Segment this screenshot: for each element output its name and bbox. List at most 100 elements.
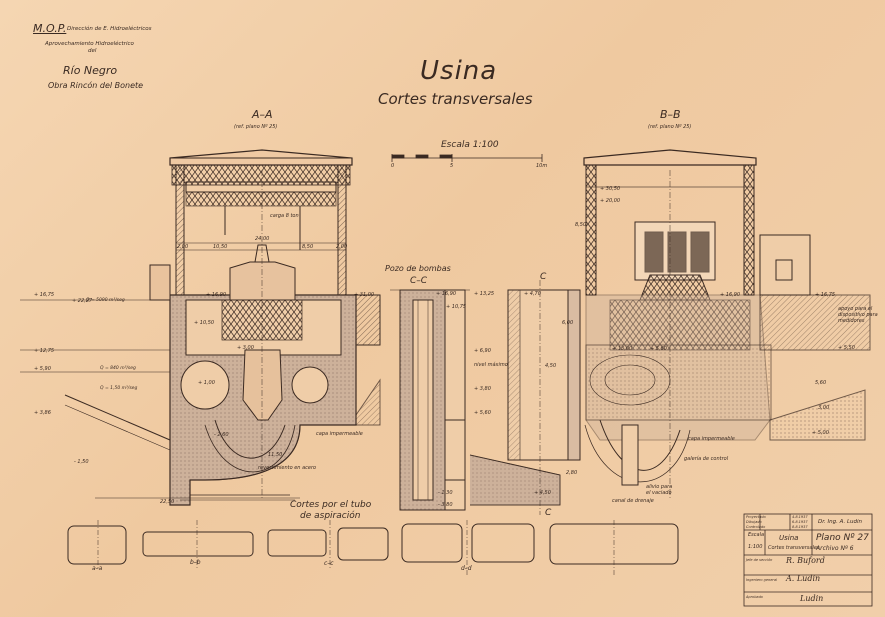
tb-drawing-sub: Cortes transversales [768,545,820,551]
section-aa [20,149,381,506]
dim-8b: 8,50 [575,222,587,228]
elev-aa-12: + 3,00 [237,345,254,351]
tb-escala-value: 1:100 [748,544,763,550]
note-nivel: nivel máximo [474,362,508,368]
note-polea: carga 8 ton [270,213,299,219]
tb-row-2: Dibujado [746,520,762,524]
scale-bar [391,154,543,162]
section-c-marker-top: C [540,272,547,282]
scale-label: Escala 1:100 [441,140,499,150]
flow-3: Q = 1,50 m³/seg [100,386,138,391]
elev-bb-1: + 16,75 [815,292,836,298]
section-c-marker-bottom: C [545,508,552,518]
tb-signature-1: R. Buford [786,556,825,565]
tb-archive: Archivo Nº 6 [816,545,854,552]
elev-cc-8: + 5,60 [474,410,491,416]
flow-cc: Q = 840 m³/seg [100,366,136,371]
tb-date-3: 8.8.1937 [792,525,808,529]
cut-bb: b–b [190,559,201,566]
elev-aa-10: + 31,00 [354,292,375,298]
flow-aa: Q = 5090 m³/seg [86,298,125,303]
dim-3: 3,00 [818,405,830,411]
note-revestimiento: revestimiento en acero [258,465,317,471]
elev-bb-6: + 5,60 [650,346,667,352]
section-bb [583,149,871,500]
elev-aa-9: - 1,50 [74,459,89,465]
elev-cc-4: + 6,90 [474,348,491,354]
dim-22: 22,50 [160,499,175,505]
elev-cc-3: + 13,25 [474,291,495,297]
tb-date-1: 4.8.1937 [792,515,808,519]
section-bb-label: B–B [660,108,681,121]
elev-aa-5: + 12,75 [34,348,55,354]
elev-cc-1: + 16,90 [436,291,457,297]
cut-aa: a–a [92,565,103,572]
section-aa-ref: (ref. plano Nº 25) [234,124,278,130]
dim-8: 8,50 [302,244,314,250]
elev-bb-2: + 16,90 [720,292,741,298]
elev-cc-5: + 3,80 [474,386,491,392]
tb-row-1: Proyectado [746,515,766,519]
elev-bb-7: + 5,50 [838,345,855,351]
agency-sub: Dirección de E. Hidroeléctricos [67,26,152,32]
elev-bb-5: + 13,00 [612,346,633,352]
work-name: Obra Rincón del Bonete [48,81,144,90]
dim-2b: 2,00 [336,244,348,250]
elev-cc-6: - 1,30 [438,490,453,496]
elev-aa-8: + 1,00 [198,380,215,386]
tb-row-3: Controlado [746,525,766,529]
tb-jefe: Jefe de sección [746,558,773,562]
main-title: Usina [420,56,498,86]
elev-bb-4: + 20,00 [600,198,621,204]
tb-author: Dr. Ing. A. Ludin [818,519,862,525]
dim-5: 5,60 [815,380,827,386]
tb-drawing-title: Usina [779,534,799,542]
tb-sheet-no: Plano Nº 27 [816,533,869,543]
tb-aprob: Aprobado [746,595,763,599]
dim-11: 11,50 [268,452,283,458]
scale-tick-5: 5 [450,163,454,169]
elev-aa-3: + 16,90 [206,292,227,298]
note-alivio: alivio para el vaciado [646,484,673,496]
tb-signature-3: Ludin [800,594,824,603]
elev-aa-7: + 3,86 [34,410,51,416]
river-name: Río Negro [63,64,118,77]
scale-tick-10: 10m [536,163,548,169]
elev-cc-10: + 4,70 [524,291,541,297]
section-middle [469,280,581,515]
section-aa-label: A–A [252,108,273,121]
tb-escala-label: Escala [748,532,765,538]
pump-shaft-title: Pozo de bombas [385,264,451,273]
cut-cc: c–c [324,560,334,567]
scale-tick-0: 0 [391,163,395,169]
agency: M.O.P. [33,22,67,35]
tb-ingeniero: Ingeniero general [746,578,777,582]
note-capa-bb: capa impermeable [688,436,735,442]
elev-cc-9: + 4,50 [534,490,551,496]
elev-aa-1: + 16,75 [34,292,55,298]
title-block-frame [743,513,873,607]
subtitle: Cortes transversales [378,90,533,108]
project-line-1: Aprovechamiento Hidroeléctrico [45,41,134,47]
note-galeria: galería de control [684,456,729,462]
cut-dd: d–d [461,565,472,572]
elev-cc-2: + 10,75 [446,304,467,310]
elev-bb-3: + 30,50 [600,186,621,192]
project-line-2: del [88,48,97,54]
note-capa: capa impermeable [316,431,363,437]
tb-signature-2: A. Ludin [786,574,821,583]
dim-24: 24,00 [255,236,270,242]
tb-date-2: 6.8.1937 [792,520,808,524]
elev-aa-4: + 10,50 [194,320,215,326]
dim-2: 2,00 [177,244,189,250]
note-apoyo: apoyo para el dispositivo para medidores [838,306,878,324]
dim-4: 4,50 [545,363,557,369]
dim-6: 6,00 [562,320,574,326]
section-cc-label: C–C [410,276,428,286]
dim-2c: 2,80 [566,470,578,476]
section-bb-ref: (ref. plano Nº 25) [648,124,692,130]
draft-tube-cuts [67,520,679,575]
dim-10: 10,50 [213,244,228,250]
